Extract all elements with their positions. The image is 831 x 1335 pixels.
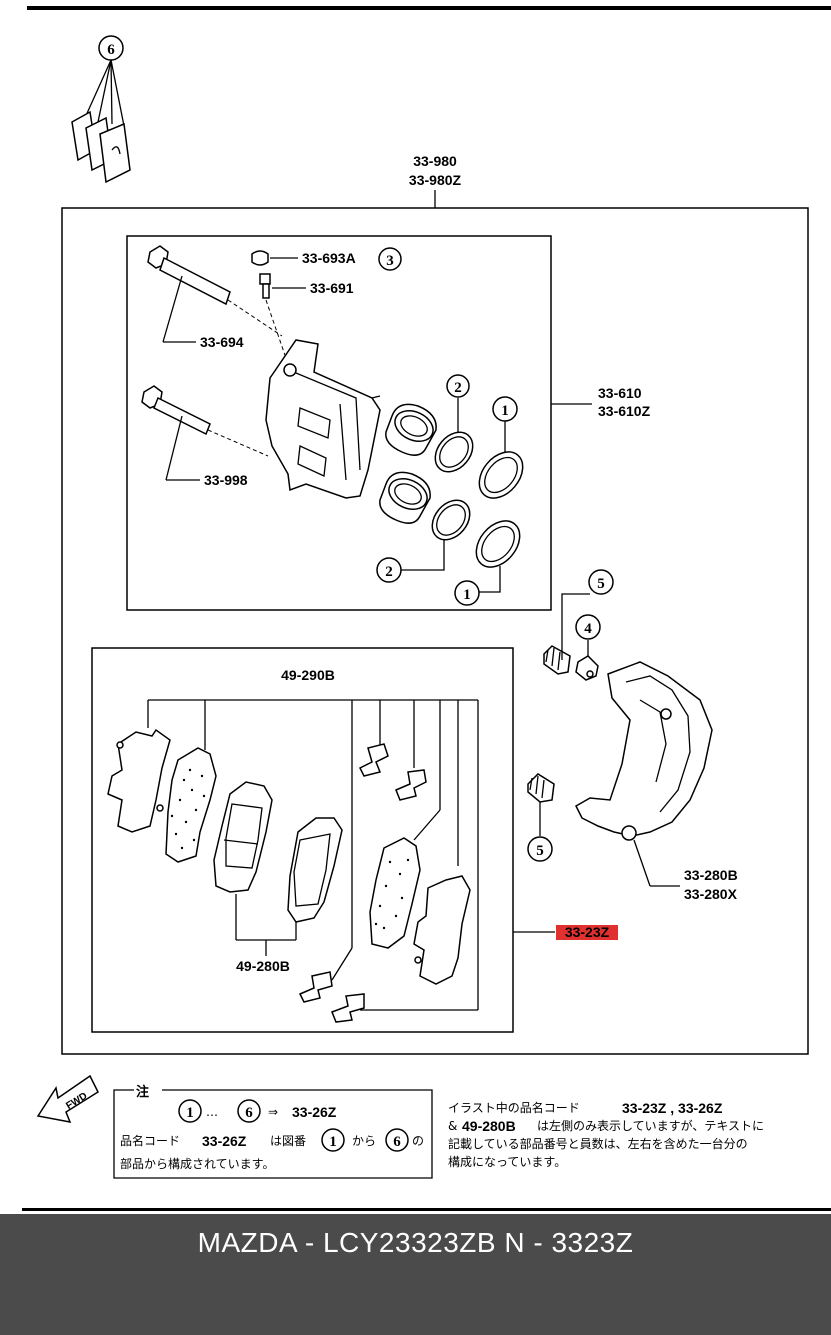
slide-pin-boot-lower: 5 bbox=[527, 773, 555, 862]
brake-pad-outer bbox=[287, 817, 343, 923]
pad-280b-leaders bbox=[235, 894, 297, 956]
pad-clip-3 bbox=[298, 971, 333, 1003]
side-note-line1-b: 33-23Z , 33-26Z bbox=[622, 1100, 723, 1116]
slide-pin-boot-upper: 5 bbox=[543, 569, 614, 675]
label-33-610z: 33-610Z bbox=[598, 403, 651, 419]
label-33-694: 33-694 bbox=[200, 334, 244, 350]
pad-clip-1 bbox=[358, 743, 389, 777]
note-line2-a: 品名コード bbox=[120, 1133, 180, 1148]
pad-box bbox=[91, 647, 514, 1033]
label-33-693a: 33-693A bbox=[302, 250, 356, 266]
shim-outer-left bbox=[107, 728, 171, 833]
note-line2-d: の bbox=[412, 1134, 424, 1148]
piston-lower bbox=[379, 471, 431, 524]
side-note-line2-b: 49-280B bbox=[462, 1118, 516, 1134]
side-note: イラスト中の品名コード 33-23Z , 33-26Z & 49-280B は左… bbox=[448, 1100, 764, 1169]
label-33-280b: 33-280B bbox=[684, 867, 738, 883]
label-33-280x: 33-280X bbox=[684, 886, 738, 902]
pad-kit-leaders bbox=[147, 699, 479, 1011]
note-callout-6: 6 bbox=[245, 1105, 253, 1121]
note-line3: 部品から構成されています。 bbox=[120, 1156, 274, 1171]
label-49-290b: 49-290B bbox=[281, 667, 335, 683]
label-33-998: 33-998 bbox=[204, 472, 248, 488]
label-33-980z: 33-980Z bbox=[409, 172, 462, 188]
fwd-arrow-icon: FWD bbox=[36, 1074, 99, 1123]
side-note-line3: 記載している部品番号と員数は、左右を含めた一台分の bbox=[448, 1136, 748, 1151]
piston-seal-lower: 2 bbox=[376, 499, 471, 583]
bottom-rule bbox=[22, 1208, 831, 1211]
bleeder-cap: 33-693A 3 bbox=[251, 247, 402, 271]
note-callout-1: 1 bbox=[186, 1105, 194, 1121]
shim-inner-left bbox=[165, 747, 217, 863]
dust-boot-lower: 1 bbox=[454, 520, 521, 606]
guide-pin-upper: 33-694 bbox=[147, 245, 283, 350]
caliper-bracket bbox=[575, 661, 713, 887]
guide-pin-lower: 33-998 bbox=[141, 385, 269, 488]
label-49-280b: 49-280B bbox=[236, 958, 290, 974]
dust-boot-upper: 1 bbox=[478, 396, 524, 499]
note-code: 33-26Z bbox=[292, 1104, 337, 1120]
shim-outer-right bbox=[413, 875, 471, 985]
piston-seal-upper: 2 bbox=[434, 374, 474, 473]
callout-1-upper: 1 bbox=[501, 403, 509, 419]
footer-bar bbox=[0, 1214, 831, 1335]
shim-inner-right bbox=[369, 837, 421, 949]
pad-clip-4 bbox=[331, 993, 365, 1023]
grease-packets: 6 bbox=[71, 35, 131, 184]
side-note-line2-a: & bbox=[448, 1119, 457, 1133]
note-title: 注 bbox=[136, 1084, 149, 1100]
side-note-line1-a: イラスト中の品名コード bbox=[448, 1100, 580, 1115]
callout-5-upper: 5 bbox=[597, 576, 605, 592]
note-range-sep: … bbox=[206, 1105, 218, 1119]
note-line2-b: は図番 bbox=[270, 1134, 306, 1148]
brake-pad-inner bbox=[213, 781, 273, 893]
note-line2-code: 33-26Z bbox=[202, 1133, 247, 1149]
side-note-line4: 構成になっています。 bbox=[448, 1155, 566, 1169]
note-box: 注 1 … 6 ⇒ 33-26Z 品名コード 33-26Z は図番 1 から 6… bbox=[113, 1084, 433, 1179]
piston-upper bbox=[385, 403, 437, 456]
label-33-691: 33-691 bbox=[310, 280, 354, 296]
pin-bushing: 4 bbox=[575, 614, 601, 681]
top-rule bbox=[27, 6, 831, 10]
caliper-box bbox=[126, 235, 552, 611]
label-33-23z: 33-23Z bbox=[565, 924, 610, 940]
callout-5-lower: 5 bbox=[536, 843, 544, 859]
callout-3: 3 bbox=[386, 253, 394, 269]
callout-1-lower: 1 bbox=[463, 587, 471, 603]
footer-caption: MAZDA - LCY23323ZB N - 3323Z bbox=[197, 1227, 634, 1258]
side-note-line2-c: は左側のみ表示していますが、テキストに bbox=[537, 1118, 764, 1133]
callout-6: 6 bbox=[107, 42, 115, 58]
note-line2-c: から bbox=[352, 1134, 376, 1148]
callout-2-upper: 2 bbox=[454, 380, 462, 396]
callout-2-lower: 2 bbox=[385, 564, 393, 580]
pad-clip-2 bbox=[395, 769, 427, 801]
highlight-33-23z bbox=[556, 925, 618, 940]
outer-kit-box bbox=[61, 207, 809, 1055]
label-33-610: 33-610 bbox=[598, 385, 642, 401]
note-line2-callout-1: 1 bbox=[329, 1134, 337, 1150]
note-arrow: ⇒ bbox=[268, 1105, 278, 1119]
callout-4: 4 bbox=[584, 621, 592, 637]
note-line2-callout-6: 6 bbox=[393, 1134, 401, 1150]
bleeder-screw: 33-691 bbox=[259, 273, 354, 365]
caliper-body bbox=[265, 339, 381, 499]
label-33-980: 33-980 bbox=[413, 153, 457, 169]
